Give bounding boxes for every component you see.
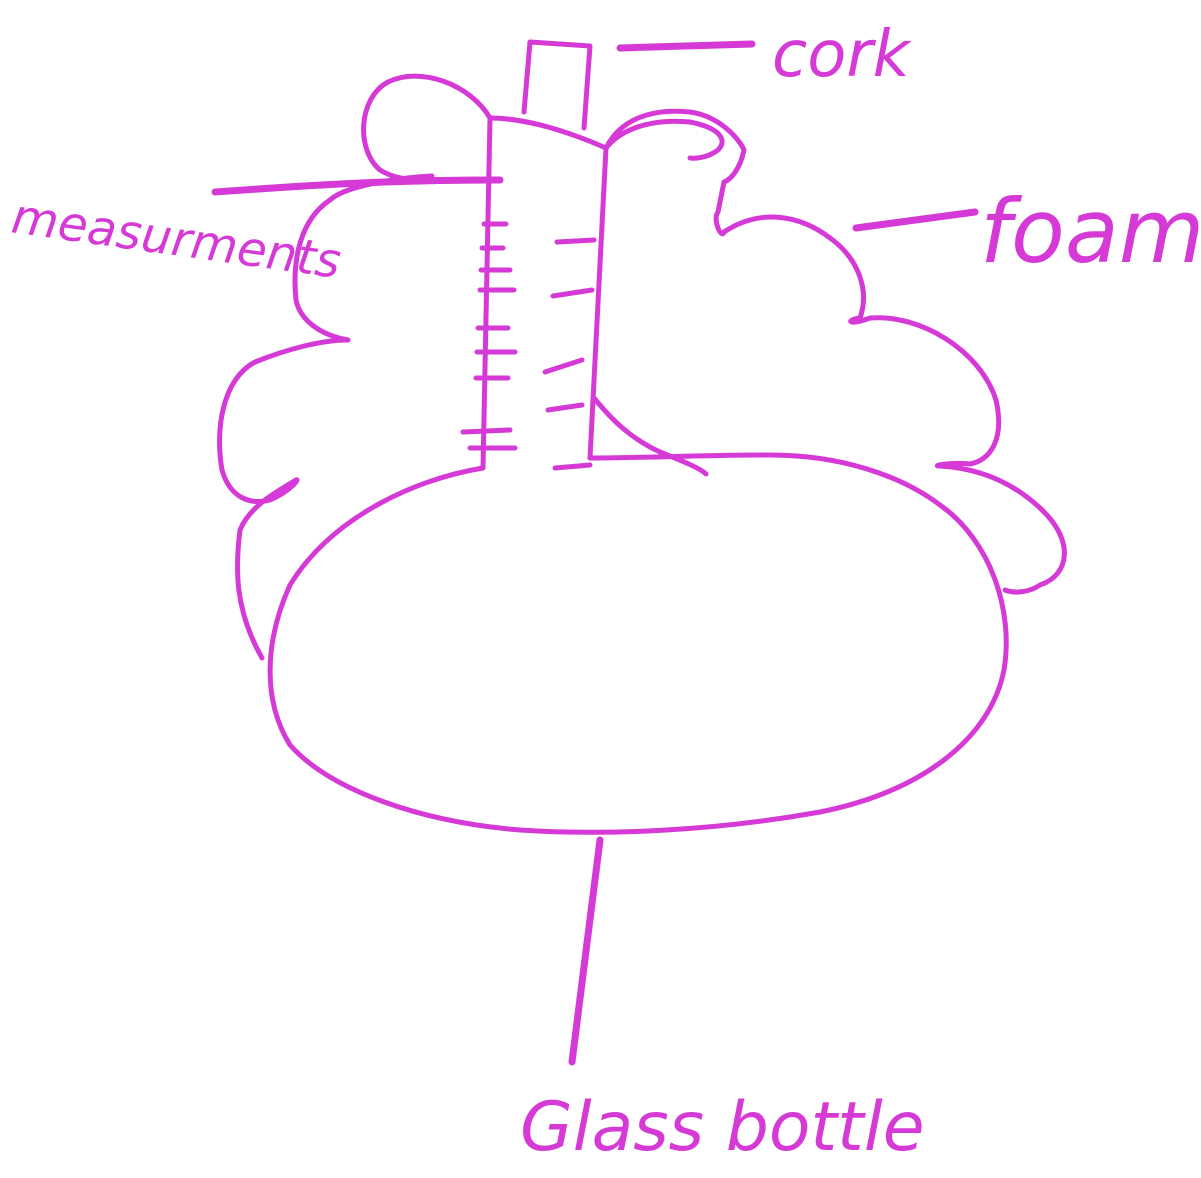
cork-label: cork <box>772 18 913 92</box>
tick-mark <box>463 430 510 432</box>
measurement-ticks <box>463 224 594 468</box>
tick-mark <box>553 290 592 296</box>
cork-outline <box>524 42 590 128</box>
tick-mark <box>548 405 582 410</box>
bottle-neck-top <box>490 118 606 148</box>
cork-leader-line <box>620 44 752 48</box>
glass-bottle-label: Glass bottle <box>520 1088 925 1167</box>
tick-mark <box>545 360 582 372</box>
bottle-neck-left <box>483 118 490 468</box>
measurements-leader-line <box>215 180 500 192</box>
bottle-body <box>270 455 1006 832</box>
tick-mark <box>555 465 590 468</box>
tick-mark <box>557 240 594 242</box>
foam-leader-line <box>856 212 975 228</box>
foam-left <box>220 76 490 658</box>
foam-label: foam <box>980 180 1201 283</box>
measurements-label: measurments <box>8 188 344 290</box>
glass-bottle-leader-line <box>572 840 600 1062</box>
foam-inner-curve <box>594 398 706 474</box>
